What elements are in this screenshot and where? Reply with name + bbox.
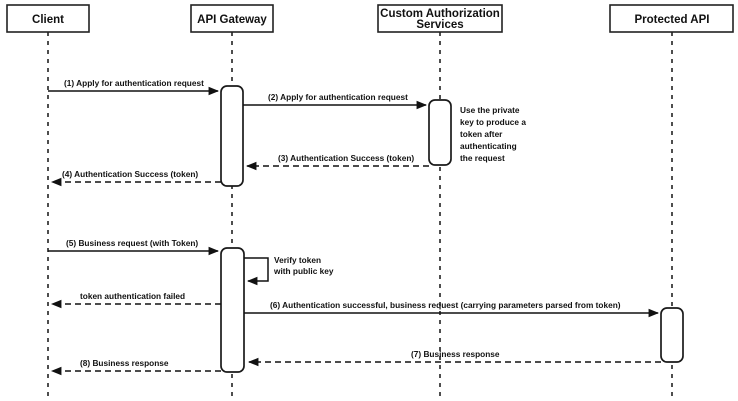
activation-bar-protected-api — [660, 307, 684, 363]
message-4-label: (4) Authentication Success (token) — [62, 169, 198, 179]
message-1[interactable]: (1) Apply for authentication request — [48, 78, 220, 96]
message-token-authentication-failed-label: token authentication failed — [80, 291, 185, 301]
lifeline-label-custom-auth-line2: Services — [416, 19, 463, 31]
message-self-verify-token-label-line2: with public key — [273, 266, 334, 276]
message-3[interactable]: (3) Authentication Success (token) — [245, 153, 429, 171]
message-5-label: (5) Business request (with Token) — [66, 238, 198, 248]
lifeline-label-protected-api: Protected API — [635, 14, 710, 26]
lifeline-head-api-gateway[interactable]: API Gateway — [190, 4, 274, 33]
note-private-key-line-5: the request — [460, 153, 505, 163]
message-6-label: (6) Authentication successful, business … — [270, 300, 621, 310]
note-private-key-line-3: token after — [460, 129, 503, 139]
message-3-label: (3) Authentication Success (token) — [278, 153, 414, 163]
message-7-label: (7) Business response — [411, 349, 500, 359]
lifeline-label-client: Client — [32, 14, 64, 26]
message-2-label: (2) Apply for authentication request — [268, 92, 408, 102]
activation-bar-api-gateway-auth — [220, 85, 244, 187]
note-private-key-line-4: authenticating — [460, 141, 517, 151]
note-private-key-line-2: key to produce a — [460, 117, 526, 127]
lifeline-box-protected-api — [609, 4, 734, 33]
activation-bar-custom-auth — [428, 99, 452, 166]
message-8-label: (8) Business response — [80, 358, 169, 368]
message-8[interactable]: (8) Business response — [50, 358, 221, 376]
message-4[interactable]: (4) Authentication Success (token) — [50, 169, 221, 187]
message-2[interactable]: (2) Apply for authentication request — [243, 92, 428, 110]
lifeline-head-protected-api[interactable]: Protected API — [609, 4, 734, 33]
message-7[interactable]: (7) Business response — [247, 349, 661, 367]
lifeline-label-api-gateway: API Gateway — [197, 14, 267, 26]
message-token-authentication-failed[interactable]: token authentication failed — [50, 291, 221, 309]
message-5[interactable]: (5) Business request (with Token) — [48, 238, 220, 256]
activation-bar-api-gateway-business — [220, 247, 245, 373]
lifeline-head-client[interactable]: Client — [6, 4, 90, 33]
note-private-key-line-1: Use the private — [460, 105, 520, 115]
message-6[interactable]: (6) Authentication successful, business … — [244, 300, 660, 318]
message-self-verify-token-label-line1: Verify token — [274, 255, 321, 265]
lifeline-head-custom-auth[interactable]: Custom Authorization Services — [377, 4, 503, 33]
lifeline-label-custom-auth-line1: Custom Authorization — [380, 8, 500, 20]
message-1-label: (1) Apply for authentication request — [64, 78, 204, 88]
message-self-verify-token[interactable]: Verify token with public key — [244, 255, 334, 286]
note-private-key: Use the private key to produce a token a… — [460, 105, 526, 163]
message-self-verify-token-arrow — [244, 257, 269, 286]
